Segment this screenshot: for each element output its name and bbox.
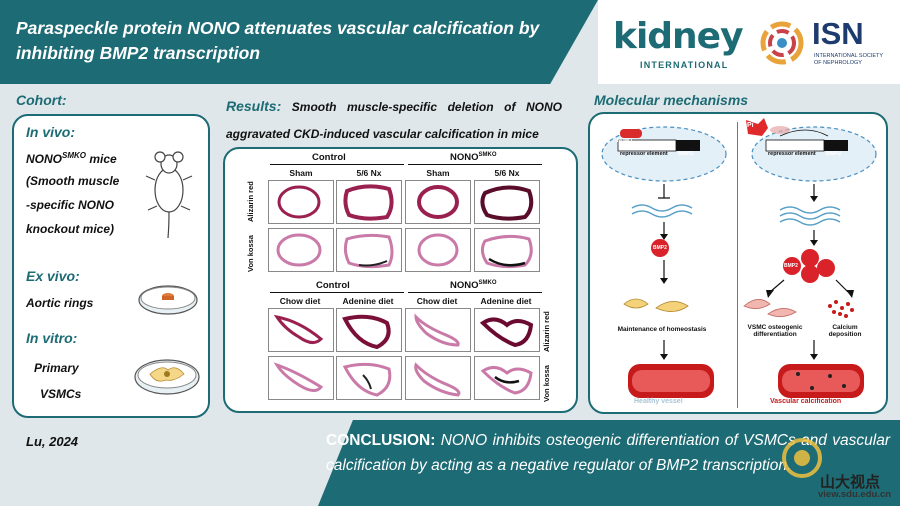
top-group-nono: NONOSMKO: [450, 152, 497, 164]
col-label: Chow diet: [416, 296, 458, 306]
in-vitro-item-1: Primary: [34, 361, 79, 375]
mech-left-vessel: Healthy vessel: [634, 398, 683, 405]
row-label-alizarin-2: Alizarin red: [542, 311, 551, 352]
vsmc-dish-icon: [134, 359, 200, 395]
histology-image: [336, 308, 402, 352]
results-heading: Results: Smooth muscle-specific deletion…: [226, 98, 562, 141]
histology-image: [405, 180, 471, 224]
aortic-ring-dish-icon: [138, 285, 198, 315]
in-vitro-heading: In vitro:: [26, 330, 78, 346]
histology-image: [474, 228, 540, 272]
sdu-watermark-icon: [782, 438, 822, 478]
header-banner: [0, 0, 598, 84]
col-label: 5/6 Nx: [494, 168, 520, 178]
logo-area: [598, 0, 900, 84]
page-title: Paraspeckle protein NONO attenuates vasc…: [16, 18, 540, 63]
conclusion-text: CONCLUSION: NONO inhibits osteogenic dif…: [326, 432, 890, 474]
mech-right-product: BMP2: [784, 263, 798, 269]
top-nono-bracket: [408, 164, 542, 165]
histology-image: [336, 356, 402, 400]
mech-left-product: BMP2: [653, 245, 667, 251]
histology-image: [268, 228, 334, 272]
author-citation: Lu, 2024: [26, 434, 79, 449]
in-vivo-heading: In vivo:: [26, 124, 76, 140]
row-label-alizarin: Alizarin red: [246, 181, 255, 222]
in-vivo-model: NONOSMKO mice: [26, 151, 117, 166]
isn-logo-icon: [760, 21, 804, 65]
mech-right-vessel: Vascular calcification: [770, 398, 842, 405]
ex-vivo-item: Aortic rings: [26, 296, 94, 310]
bottom-control-bracket: [270, 292, 404, 293]
col-label: Chow diet: [279, 296, 321, 306]
top-group-control: Control: [312, 152, 346, 163]
bottom-nono-bracket: [408, 292, 542, 293]
histology-image: [474, 356, 540, 400]
mech-right-element: repressor element: [768, 151, 816, 157]
watermark-url: view.sdu.edu.cn: [818, 489, 892, 500]
row-label-vonkossa: Von kossa: [246, 235, 255, 272]
histology-image: [336, 228, 402, 272]
top-control-bracket: [270, 164, 404, 165]
mech-left-diagram: [601, 126, 727, 398]
histology-image: [405, 228, 471, 272]
histology-image: [405, 356, 471, 400]
bottom-group-control: Control: [316, 280, 350, 291]
histology-image: [474, 180, 540, 224]
col-label: Adenine diet: [480, 296, 532, 306]
ex-vivo-heading: Ex vivo:: [26, 268, 80, 284]
watermark-text: 山大视点: [820, 474, 881, 491]
mech-left-element: repressor element: [620, 151, 668, 157]
in-vivo-desc-3: knockout mice): [26, 222, 115, 236]
mech-right-gene: BMP2: [826, 151, 842, 157]
mech-left-protein: NONO: [617, 138, 632, 144]
in-vivo-desc-1: (Smooth muscle: [26, 174, 120, 188]
histology-image: [336, 180, 402, 224]
histology-image: [268, 356, 334, 400]
col-label: Sham: [426, 168, 450, 178]
cohort-title: Cohort:: [16, 92, 67, 108]
col-label: Adenine diet: [342, 296, 394, 306]
in-vivo-desc-2: -specific NONO: [26, 198, 115, 212]
mech-left-gene: BMP2: [678, 151, 694, 157]
bottom-group-nono: NONOSMKO: [450, 280, 497, 292]
isn-sub-line1: INTERNATIONAL SOCIETY: [814, 53, 884, 59]
col-label: Sham: [289, 168, 313, 178]
in-vitro-item-2: VSMCs: [40, 387, 82, 401]
histology-image: [474, 308, 540, 352]
kidney-international-logo: kidney: [613, 16, 744, 57]
col-label: 5/6 Nx: [356, 168, 382, 178]
histology-image: [268, 308, 334, 352]
mech-divider: [737, 122, 738, 408]
mech-left-outcome: Maintenance of homeostasis: [617, 326, 707, 333]
mechanisms-title: Molecular mechanisms: [594, 92, 749, 108]
mech-right-diagram: [743, 118, 877, 398]
kidney-logo-sub: INTERNATIONAL: [640, 60, 729, 70]
isn-logo-text: ISN: [812, 16, 864, 51]
mouse-icon: [145, 151, 193, 239]
mech-right-stimulus: Pi: [747, 122, 754, 129]
row-label-vonkossa-2: Von kossa: [542, 365, 551, 402]
histology-image: [268, 180, 334, 224]
histology-image: [405, 308, 471, 352]
isn-sub-line2: OF NEPHROLOGY: [814, 60, 862, 66]
